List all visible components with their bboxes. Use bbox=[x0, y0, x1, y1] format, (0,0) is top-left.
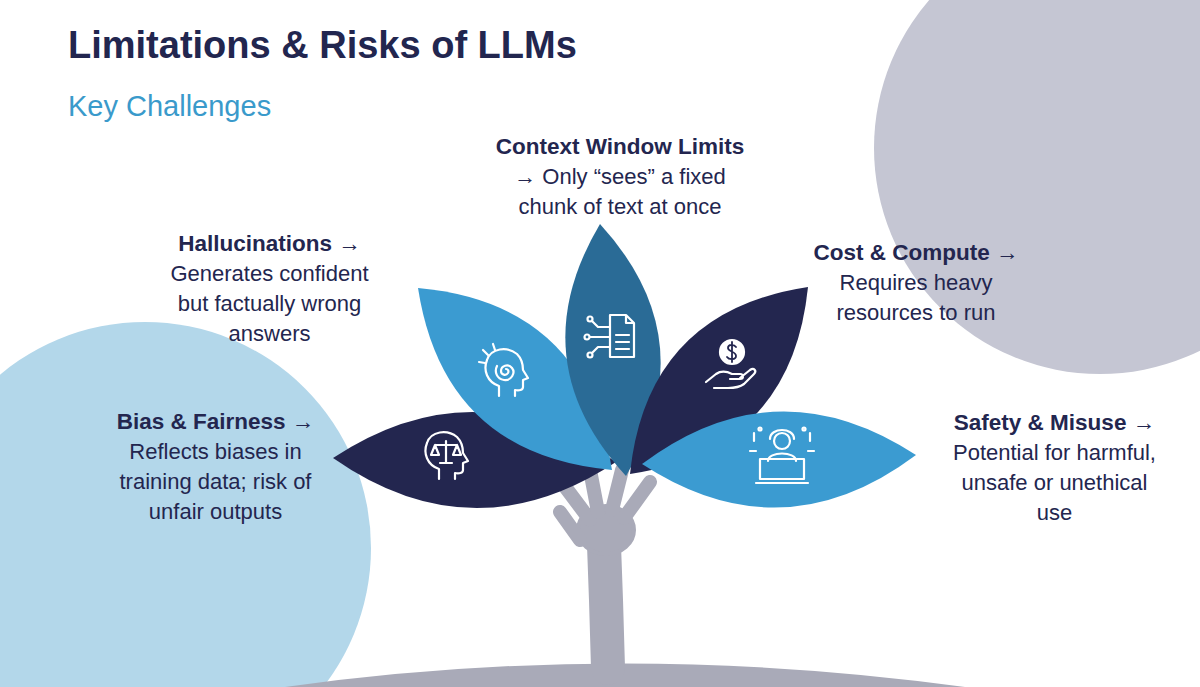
bias-icon bbox=[426, 432, 469, 479]
challenge-block: Cost & Compute →Requires heavy resources… bbox=[816, 238, 1016, 328]
challenge-description: Requires heavy resources to run bbox=[816, 268, 1016, 328]
cost-icon bbox=[706, 340, 755, 388]
challenge-heading: Context Window Limits bbox=[496, 132, 745, 162]
icon-hood bbox=[770, 430, 794, 439]
icon-line bbox=[750, 433, 814, 451]
icon-laptop bbox=[756, 459, 808, 483]
icon-dot bbox=[803, 428, 806, 431]
ground-arc bbox=[285, 664, 965, 687]
icon-dot bbox=[588, 353, 593, 358]
challenge-heading: Safety & Misuse → bbox=[954, 408, 1155, 438]
icon-dot bbox=[585, 335, 590, 340]
trunk-arm bbox=[604, 545, 608, 668]
icon-symbol bbox=[727, 342, 736, 362]
icon-line bbox=[616, 335, 629, 349]
trunk-finger bbox=[624, 482, 650, 518]
trunk-thumb bbox=[560, 512, 580, 540]
icon-hand bbox=[706, 369, 755, 388]
background-circle bbox=[0, 322, 371, 687]
trunk-finger bbox=[612, 470, 622, 510]
icon-dot bbox=[759, 428, 762, 431]
challenge-heading: Bias & Fairness → bbox=[117, 407, 315, 437]
subtitle-label: Key Challenges bbox=[68, 90, 271, 123]
icon-dot bbox=[588, 317, 593, 322]
icon-circuit bbox=[590, 321, 610, 353]
icon-group bbox=[426, 315, 815, 483]
icon-line bbox=[431, 441, 461, 463]
hand-trunk bbox=[560, 470, 650, 668]
page-title: Limitations & Risks of LLMs bbox=[68, 24, 577, 67]
challenge-block: Hallucinations →Generates confident but … bbox=[162, 229, 377, 349]
challenge-block: Context Window Limits→ Only “sees” a fix… bbox=[500, 132, 740, 222]
icon-coin bbox=[720, 340, 744, 364]
challenge-description: → Only “sees” a fixed chunk of text at o… bbox=[500, 162, 740, 222]
icon-line bbox=[486, 349, 529, 396]
challenge-block: Bias & Fairness →Reflects biases in trai… bbox=[103, 407, 328, 527]
challenge-block: Safety & Misuse →Potential for harmful, … bbox=[947, 408, 1162, 528]
petal-group bbox=[333, 224, 916, 508]
icon-line bbox=[426, 432, 469, 479]
challenge-description: Potential for harmful, unsafe or unethic… bbox=[947, 438, 1162, 528]
icon-document bbox=[610, 315, 634, 357]
safety-icon bbox=[750, 428, 814, 484]
challenge-heading: Hallucinations → bbox=[178, 229, 361, 259]
challenge-description: Generates confident but factually wrong … bbox=[162, 259, 377, 349]
icon-spiral bbox=[496, 365, 514, 380]
challenge-heading: Cost & Compute → bbox=[814, 238, 1019, 268]
icon-head bbox=[774, 433, 790, 449]
challenge-description: Reflects biases in training data; risk o… bbox=[103, 437, 328, 527]
icon-line bbox=[479, 344, 495, 363]
hallucination-icon bbox=[479, 344, 528, 396]
petal-shape bbox=[642, 411, 916, 507]
context-icon bbox=[585, 315, 635, 358]
